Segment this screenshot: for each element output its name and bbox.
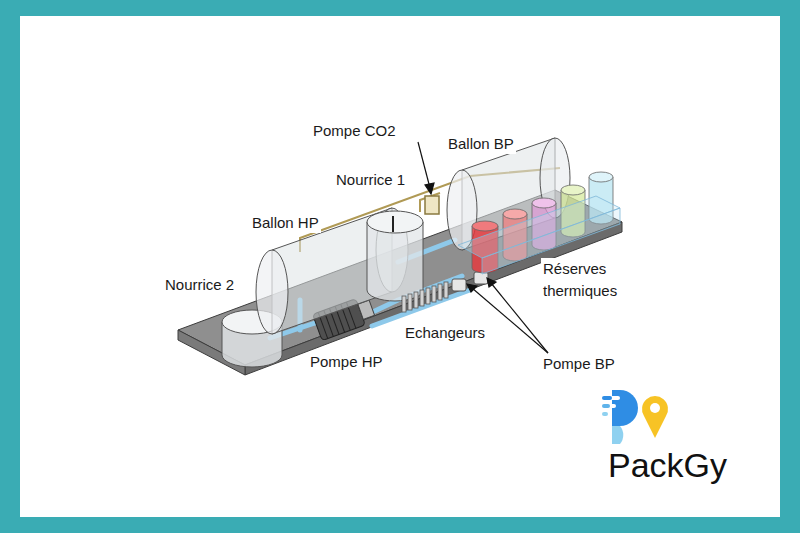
packgy-logo-icon-part (602, 404, 610, 408)
part-label: Ballon BP (446, 134, 516, 154)
packgy-logo-icon-part (650, 403, 660, 413)
thermal-reserves-part (589, 172, 613, 182)
tank-nourrice-1 (367, 211, 423, 301)
heat-exchangers-part (444, 282, 448, 298)
tank-nourrice-1-part (392, 216, 394, 232)
bp-pumps (452, 272, 488, 291)
packgy-logo-icon-part (642, 396, 668, 438)
packgy-logo-icon-part (600, 404, 616, 408)
tank-nourrice-1-part (367, 211, 423, 233)
part-label: Nourrice 2 (163, 275, 236, 295)
packgy-logo-icon (600, 390, 668, 444)
heat-exchangers-part (402, 296, 406, 312)
heat-exchangers (402, 282, 448, 312)
leader-lines-part (425, 183, 434, 194)
tank-nourrice-1-part (367, 222, 423, 301)
part-label: Nourrice 1 (334, 170, 407, 190)
part-label: Pompe CO2 (311, 121, 398, 141)
thermal-reserves-part (472, 221, 498, 231)
bp-pumps-part (474, 272, 488, 284)
part-label: Réserves thermiques (541, 258, 643, 302)
leader-lines (418, 142, 548, 353)
packgy-logo-icon-part (612, 426, 623, 444)
heat-exchangers-part (438, 284, 442, 300)
heat-exchangers-part (432, 286, 436, 302)
leader-lines-part (418, 142, 430, 188)
leader-lines-part (491, 283, 548, 353)
leader-lines-part (472, 288, 548, 353)
thermal-reserves-part (561, 185, 585, 195)
thermal-reserves-part (503, 209, 527, 219)
packgy-logo-icon-part (602, 412, 608, 416)
logo-text: PackGy (606, 446, 729, 484)
bp-pumps-part (452, 279, 466, 291)
part-label: Pompe HP (308, 352, 385, 372)
tank-ballon-hp-part (256, 250, 288, 334)
thermal-reserves-part (532, 198, 556, 208)
packgy-logo-icon-part (602, 396, 612, 400)
leader-lines-part (487, 278, 496, 287)
part-label: Echangeurs (403, 323, 487, 343)
packgy-logo-icon-part (600, 412, 612, 416)
leader-lines-part (467, 284, 477, 292)
co2-pump-part (425, 196, 439, 214)
packgy-logo-icon-part (600, 396, 620, 400)
heat-exchangers-part (414, 292, 418, 308)
packgy-logo-icon-part (612, 390, 638, 426)
part-label: Pompe BP (541, 354, 617, 374)
heat-exchangers-part (426, 288, 430, 304)
heat-exchangers-part (408, 294, 412, 310)
heat-exchangers-part (420, 290, 424, 306)
part-label: Ballon HP (250, 213, 321, 233)
co2-pump (425, 196, 439, 214)
